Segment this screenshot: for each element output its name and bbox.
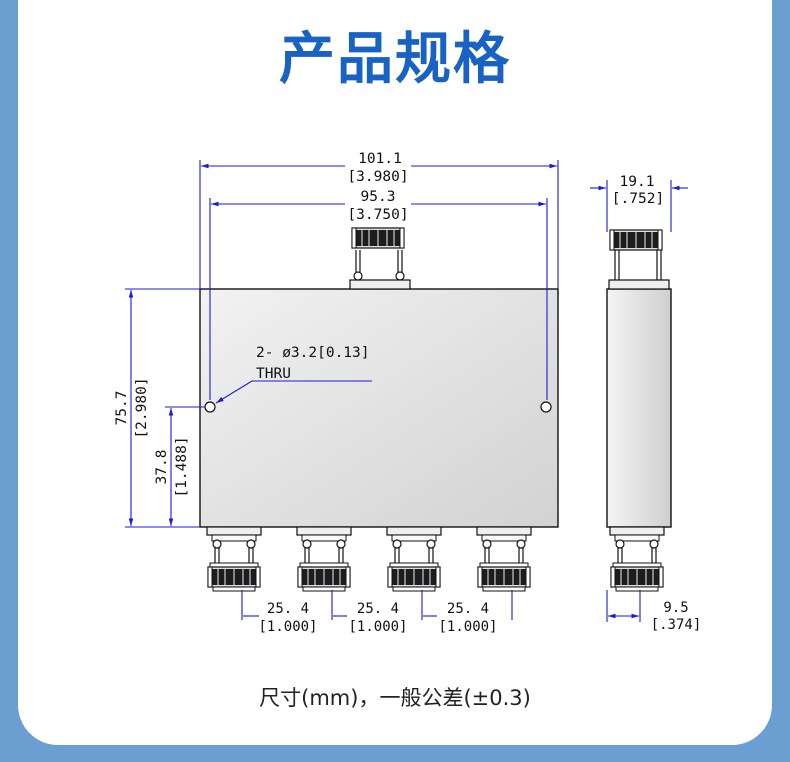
side-port-offset-inch: [.374] [651, 617, 702, 633]
side-thickness-inch: [.752] [612, 191, 664, 207]
mounting-hole-left [204, 401, 216, 413]
overall-width-inch: [3.980] [347, 169, 408, 185]
port-pitch-2-inch: [1.000] [348, 619, 407, 635]
port-pitch-3-mm: 25. 4 [447, 601, 489, 617]
tolerance-caption: 尺寸(mm)，一般公差(±0.3) [259, 686, 531, 710]
port-pitch-1-inch: [1.000] [258, 619, 317, 635]
side-top-connector [608, 229, 670, 290]
port-pitch-3-inch: [1.000] [438, 619, 497, 635]
output-port-4-connector [477, 527, 531, 591]
output-port-3-connector [387, 527, 441, 591]
output-port-2-connector [297, 527, 351, 591]
input-port-connector [349, 227, 411, 290]
port-pitch-2-mm: 25. 4 [357, 601, 399, 617]
output-port-1-connector [207, 527, 261, 591]
side-thickness-mm: 19.1 [620, 174, 655, 190]
overall-width-mm: 101.1 [358, 151, 402, 167]
divider-body-front [199, 288, 559, 528]
height-inch: [2.980] [134, 377, 150, 438]
hole-height-mm: 37.8 [154, 450, 170, 485]
side-port-offset-mm: 9.5 [663, 600, 688, 616]
divider-body-side [606, 288, 672, 528]
hole-height-inch: [1.488] [174, 436, 190, 497]
mounting-hole-right [540, 401, 552, 413]
hole-spacing-inch: [3.750] [347, 207, 408, 223]
page-title: 产品规格 [279, 27, 511, 92]
height-mm: 75.7 [114, 391, 130, 426]
hole-note-thru: THRU [256, 366, 291, 382]
side-bottom-connector [610, 527, 664, 591]
hole-spacing-mm: 95.3 [361, 189, 396, 205]
hole-note-size: 2- ø3.2[0.13] [256, 345, 370, 361]
port-pitch-1-mm: 25. 4 [267, 601, 309, 617]
